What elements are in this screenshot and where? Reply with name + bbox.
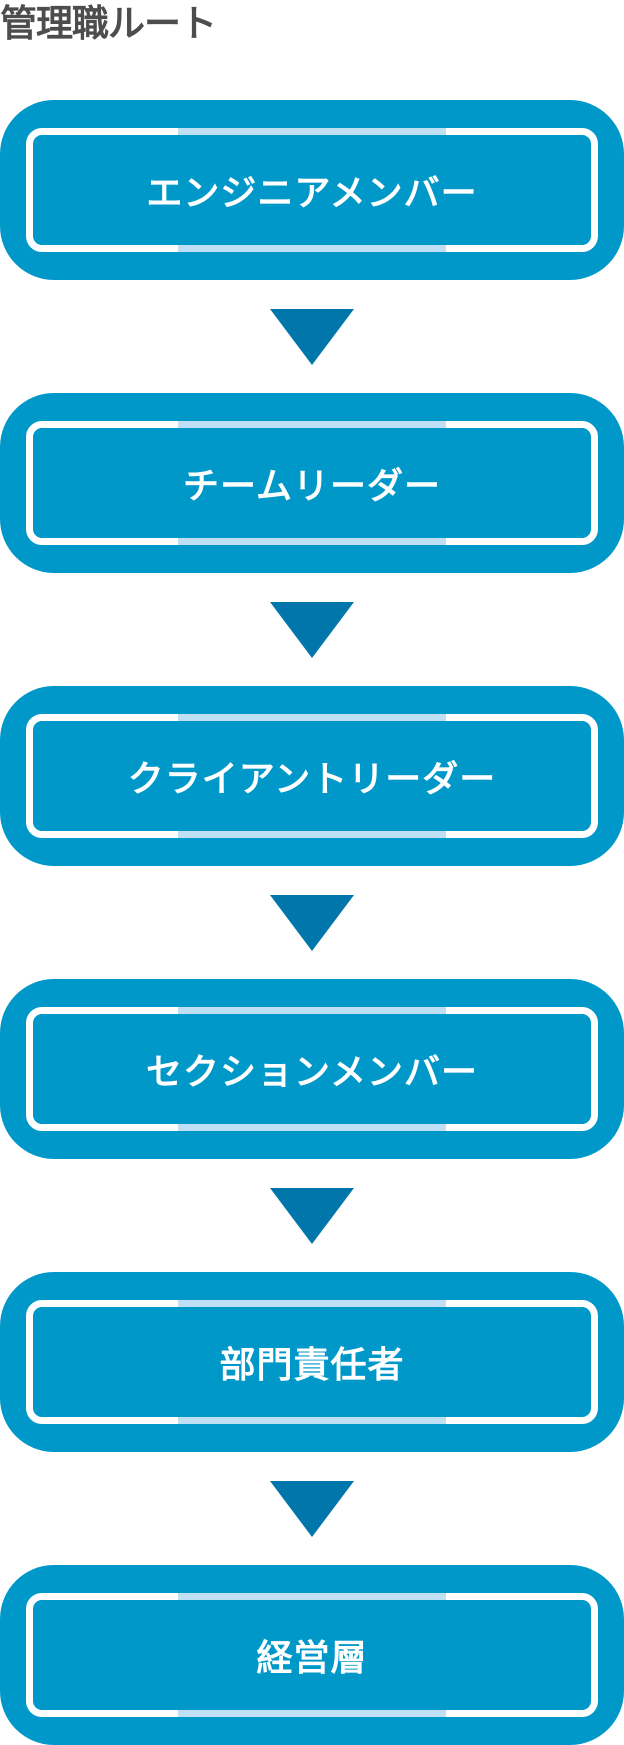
border-accent-top bbox=[178, 421, 446, 428]
border-accent-top bbox=[178, 128, 446, 135]
step-box-department-head: 部門責任者 bbox=[0, 1272, 624, 1452]
down-triangle-icon bbox=[270, 602, 354, 658]
diagram-title: 管理職ルート bbox=[0, 2, 217, 45]
step-label: チームリーダー bbox=[183, 466, 441, 507]
border-accent-top bbox=[178, 1300, 446, 1307]
step-box-engineer-member: エンジニアメンバー bbox=[0, 100, 624, 280]
step-inner-border bbox=[26, 1300, 598, 1424]
border-accent-bottom bbox=[178, 538, 446, 545]
border-accent-bottom bbox=[178, 831, 446, 838]
step-label: 部門責任者 bbox=[219, 1345, 405, 1386]
border-accent-bottom bbox=[178, 1124, 446, 1131]
step-label: セクションメンバー bbox=[146, 1052, 478, 1093]
step-inner-border bbox=[26, 1007, 598, 1131]
step-inner-border bbox=[26, 128, 598, 252]
border-accent-bottom bbox=[178, 1417, 446, 1424]
down-triangle-icon bbox=[270, 1481, 354, 1537]
down-triangle-icon bbox=[270, 895, 354, 951]
step-inner-border bbox=[26, 421, 598, 545]
step-label: エンジニアメンバー bbox=[146, 173, 478, 214]
step-inner-border bbox=[26, 714, 598, 838]
down-triangle-icon bbox=[270, 1188, 354, 1244]
border-accent-bottom bbox=[178, 1710, 446, 1717]
border-accent-top bbox=[178, 1007, 446, 1014]
border-accent-bottom bbox=[178, 245, 446, 252]
step-inner-border bbox=[26, 1593, 598, 1717]
border-accent-top bbox=[178, 714, 446, 721]
border-accent-top bbox=[178, 1593, 446, 1600]
step-box-management: 経営層 bbox=[0, 1565, 624, 1745]
step-label: 経営層 bbox=[256, 1638, 368, 1679]
down-triangle-icon bbox=[270, 309, 354, 365]
step-box-team-leader: チームリーダー bbox=[0, 393, 624, 573]
step-box-section-member: セクションメンバー bbox=[0, 979, 624, 1159]
step-label: クライアントリーダー bbox=[127, 759, 497, 800]
step-box-client-leader: クライアントリーダー bbox=[0, 686, 624, 866]
